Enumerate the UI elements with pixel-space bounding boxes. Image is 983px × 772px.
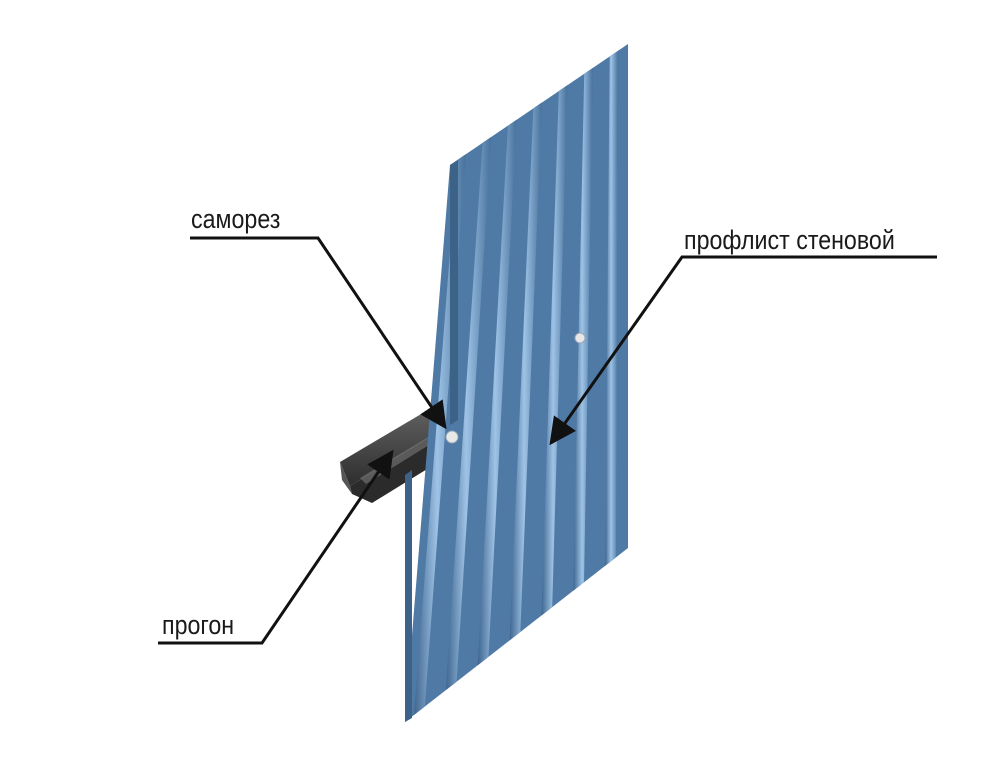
sheet-ribs [413,50,619,716]
profiled-sheet [405,44,628,722]
leader-sheet [549,255,937,446]
label-purlin: прогон [162,610,235,640]
leader-screw [190,236,447,430]
label-sheet: профлист стеновой [684,225,895,255]
sheet-rib [477,119,517,666]
sheet-rib [509,102,543,641]
leader-purlin [158,449,394,645]
sheet-rib [573,67,593,591]
sheet-rib [445,136,492,691]
sheet-rib [541,85,568,616]
label-screw: саморез [191,204,281,234]
sheet-rib [605,50,619,566]
leader-lines [158,236,937,645]
